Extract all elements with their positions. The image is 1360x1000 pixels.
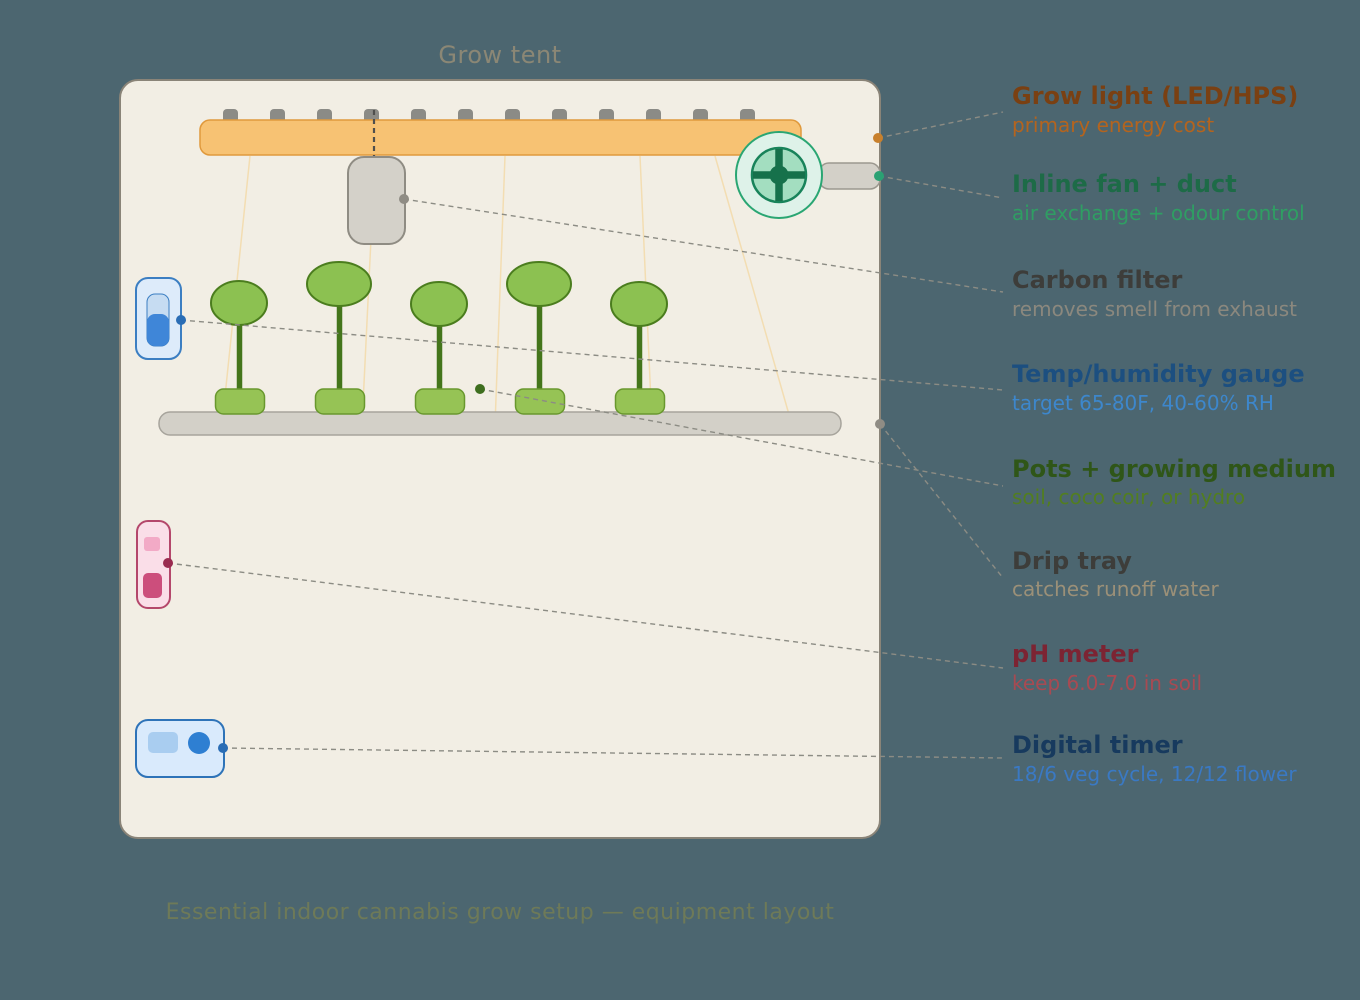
leader-temp-gauge bbox=[180, 319, 1004, 391]
dot-inline-fan bbox=[874, 171, 884, 181]
anchor-dots bbox=[163, 133, 885, 753]
pots bbox=[214, 388, 666, 415]
carbon-filter bbox=[347, 156, 406, 245]
leader-carbon-filter bbox=[403, 198, 1004, 293]
ph-meter bbox=[136, 520, 171, 609]
label-inline-fan-subtitle: air exchange + odour control bbox=[1012, 201, 1305, 225]
fan-hub bbox=[769, 165, 789, 185]
diagram-caption: Essential indoor cannabis grow setup — e… bbox=[166, 900, 835, 925]
annotation-labels: Grow light (LED/HPS) primary energy cost… bbox=[1012, 82, 1336, 786]
label-pots-subtitle: soil, coco coir, or hydro bbox=[1012, 485, 1245, 509]
label-inline-fan-title: Inline fan + duct bbox=[1012, 170, 1237, 198]
inline-fan bbox=[735, 131, 823, 219]
leader-grow-light bbox=[877, 111, 1004, 139]
label-drip-tray-title: Drip tray bbox=[1012, 547, 1132, 575]
label-digital-timer-title: Digital timer bbox=[1012, 731, 1183, 759]
dot-pots bbox=[475, 384, 485, 394]
light-bar bbox=[199, 119, 802, 156]
duct bbox=[818, 162, 881, 190]
ph-button bbox=[143, 573, 162, 598]
grow-light bbox=[199, 109, 802, 156]
tent-title: Grow tent bbox=[438, 41, 561, 69]
label-digital-timer-subtitle: 18/6 veg cycle, 12/12 flower bbox=[1012, 762, 1297, 786]
label-carbon-filter-subtitle: removes smell from exhaust bbox=[1012, 297, 1297, 321]
leader-lines bbox=[167, 111, 1004, 759]
grow-tent-outline bbox=[119, 79, 881, 839]
leader-inline-fan bbox=[878, 175, 1004, 199]
label-ph-meter-title: pH meter bbox=[1012, 640, 1139, 668]
timer-screen bbox=[148, 732, 178, 753]
label-grow-light-subtitle: primary energy cost bbox=[1012, 113, 1214, 137]
leader-drip-tray bbox=[879, 423, 1004, 579]
digital-timer bbox=[135, 719, 225, 778]
dot-temp-gauge bbox=[176, 315, 186, 325]
dot-carbon-filter bbox=[399, 194, 409, 204]
dot-digital-timer bbox=[218, 743, 228, 753]
label-carbon-filter-title: Carbon filter bbox=[1012, 266, 1183, 294]
label-temp-gauge-title: Temp/humidity gauge bbox=[1012, 360, 1305, 388]
label-drip-tray-subtitle: catches runoff water bbox=[1012, 577, 1220, 601]
dot-drip-tray bbox=[875, 419, 885, 429]
label-grow-light-title: Grow light (LED/HPS) bbox=[1012, 82, 1298, 110]
label-pots-title: Pots + growing medium bbox=[1012, 455, 1336, 483]
dot-ph-meter bbox=[163, 558, 173, 568]
timer-knob bbox=[188, 732, 210, 754]
label-temp-gauge-subtitle: target 65-80F, 40-60% RH bbox=[1012, 391, 1274, 415]
temp-humidity-gauge bbox=[135, 277, 182, 360]
label-ph-meter-subtitle: keep 6.0-7.0 in soil bbox=[1012, 671, 1202, 695]
ph-screen bbox=[144, 537, 160, 551]
gauge-liquid bbox=[147, 314, 169, 346]
dot-grow-light bbox=[873, 133, 883, 143]
plant-canopies bbox=[210, 261, 668, 327]
drip-tray bbox=[158, 411, 842, 436]
leader-digital-timer bbox=[222, 747, 1004, 759]
